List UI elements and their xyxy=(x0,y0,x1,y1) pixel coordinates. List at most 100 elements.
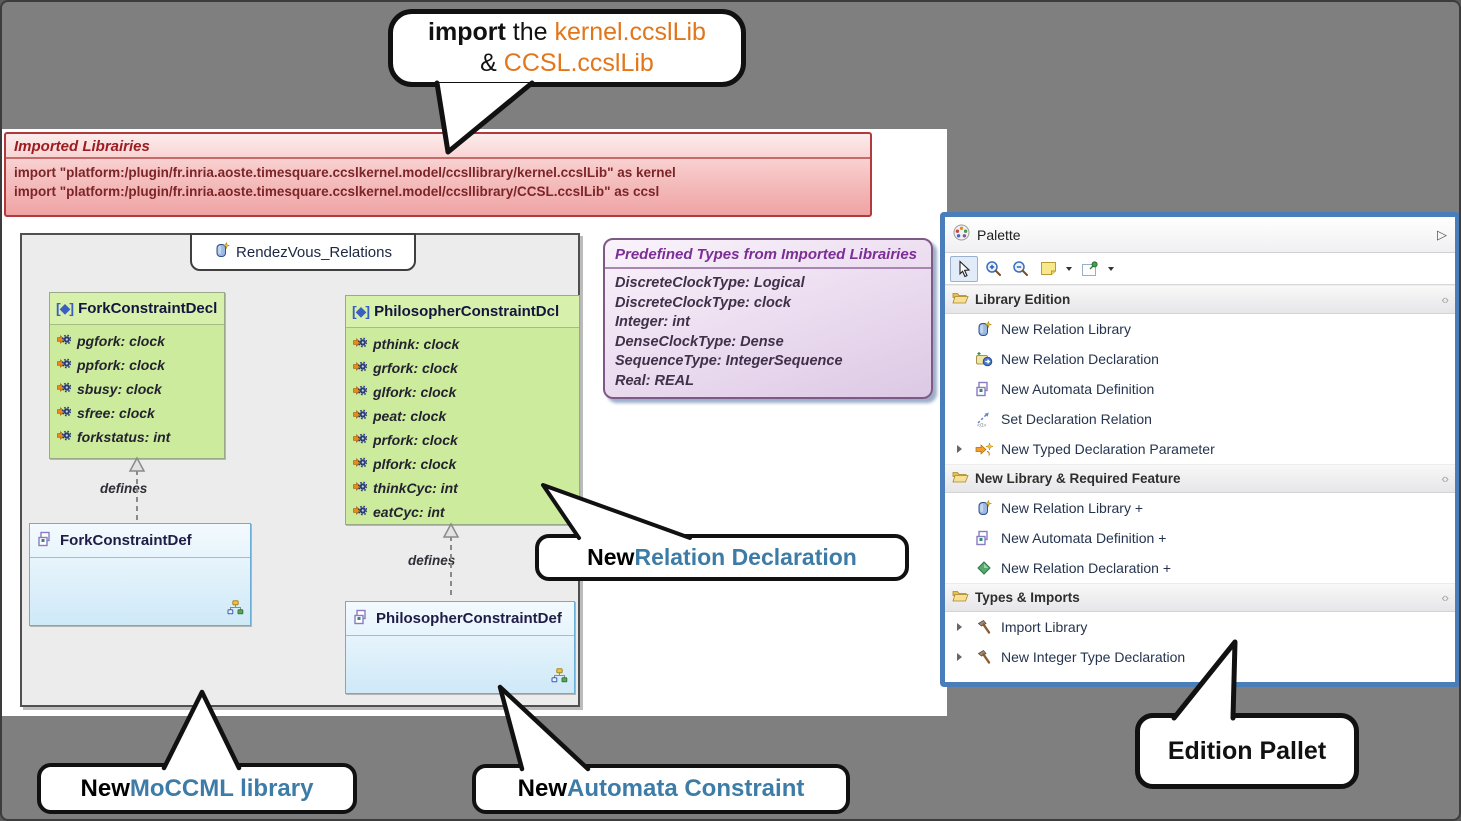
clock-attribute-icon xyxy=(57,333,72,349)
attribute-label: plfork: clock xyxy=(373,456,457,472)
palette-section-types-imports[interactable]: Types & Imports ‹› xyxy=(945,583,1455,612)
expand-arrow-icon[interactable] xyxy=(957,623,962,631)
package-tab[interactable]: RendezVous_Relations xyxy=(190,233,416,271)
palette-item-set-declaration-relation[interactable]: <0> Set Declaration Relation xyxy=(945,404,1455,434)
clock-attribute-icon xyxy=(353,384,368,400)
library-icon xyxy=(214,241,231,262)
palette-item-new-relation-library-plus[interactable]: New Relation Library + xyxy=(945,493,1455,523)
fork-constraint-def-box[interactable]: ForkConstraintDef xyxy=(29,523,251,626)
pinned-note-tool-icon[interactable] xyxy=(1079,257,1101,281)
note-tool-icon[interactable] xyxy=(1037,257,1059,281)
class-name: ForkConstraintDecl xyxy=(78,300,218,317)
new-typed-declaration-parameter-icon xyxy=(974,441,994,457)
clock-attribute-icon xyxy=(353,456,368,472)
zoom-out-icon[interactable] xyxy=(1010,257,1032,281)
import-callout: import the kernel.ccslLib & CCSL.ccslLib xyxy=(388,9,746,87)
predefined-types-title: Predefined Types from Imported Librairie… xyxy=(605,240,931,269)
philosopher-constraint-decl-box[interactable]: [◆] PhilosopherConstraintDcl pthink: clo… xyxy=(345,295,580,525)
palette-item-new-relation-library[interactable]: New Relation Library xyxy=(945,314,1455,344)
palette-header[interactable]: Palette ▷ xyxy=(945,217,1455,253)
attribute-label: glfork: clock xyxy=(373,384,457,400)
attribute-label: peat: clock xyxy=(373,408,447,424)
expand-arrow-icon[interactable] xyxy=(957,653,962,661)
palette-item-new-integer-type-declaration[interactable]: New Integer Type Declaration xyxy=(945,642,1455,672)
new-relation-library-icon xyxy=(974,321,994,337)
svg-text:<0>: <0> xyxy=(977,423,986,427)
palette-item-new-relation-declaration[interactable]: New Relation Declaration xyxy=(945,344,1455,374)
import-callout-line1: import the kernel.ccslLib xyxy=(428,18,706,46)
attribute-label: ppfork: clock xyxy=(77,357,165,373)
select-tool-icon[interactable] xyxy=(950,255,978,282)
pin-section-icon[interactable]: ‹› xyxy=(1441,292,1449,307)
class-marker-icon: [◆] xyxy=(56,300,74,316)
clock-attribute-icon xyxy=(353,504,368,520)
attribute-row[interactable]: ppfork: clock xyxy=(50,353,224,377)
attribute-row[interactable]: pthink: clock xyxy=(346,332,579,356)
palette-item-new-automata-definition[interactable]: New Automata Definition xyxy=(945,374,1455,404)
predefined-types-note[interactable]: Predefined Types from Imported Librairie… xyxy=(603,238,933,399)
hammer-icon xyxy=(974,619,994,635)
defines-edge-label: defines xyxy=(100,481,148,496)
dropdown-caret-icon[interactable] xyxy=(1066,266,1072,271)
attribute-label: prfork: clock xyxy=(373,432,458,448)
set-declaration-relation-icon: <0> xyxy=(974,411,994,427)
zoom-in-icon[interactable] xyxy=(983,257,1005,281)
attribute-row[interactable]: forkstatus: int xyxy=(50,425,224,449)
attribute-row[interactable]: prfork: clock xyxy=(346,428,579,452)
predefined-type-entry: Real: REAL xyxy=(615,372,694,389)
folder-open-icon xyxy=(952,470,969,488)
philosopher-constraint-def-box[interactable]: PhilosopherConstraintDef xyxy=(345,601,575,694)
dropdown-caret-icon[interactable] xyxy=(1108,266,1114,271)
palette-title: Palette xyxy=(977,226,1021,243)
attribute-row[interactable]: grfork: clock xyxy=(346,356,579,380)
org-chart-icon xyxy=(551,668,568,688)
folder-open-icon xyxy=(952,589,969,607)
imported-libraries-note[interactable]: Imported Librairies import "platform:/pl… xyxy=(4,132,872,217)
automata-definition-icon xyxy=(38,531,54,551)
attribute-row[interactable]: pgfork: clock xyxy=(50,329,224,353)
attribute-row[interactable]: glfork: clock xyxy=(346,380,579,404)
palette-section-new-library-required-feature[interactable]: New Library & Required Feature ‹› xyxy=(945,464,1455,493)
clock-attribute-icon xyxy=(353,480,368,496)
attribute-label: sbusy: clock xyxy=(77,381,162,397)
clock-attribute-icon xyxy=(57,429,72,445)
new-automata-definition-icon xyxy=(974,530,994,546)
attribute-row[interactable]: eatCyc: int xyxy=(346,500,579,524)
expand-arrow-icon[interactable] xyxy=(957,445,962,453)
attribute-row[interactable]: sfree: clock xyxy=(50,401,224,425)
imported-libraries-title: Imported Librairies xyxy=(6,134,870,159)
class-name: PhilosopherConstraintDcl xyxy=(374,303,560,320)
def-name: PhilosopherConstraintDef xyxy=(376,610,562,627)
attribute-label: sfree: clock xyxy=(77,405,155,421)
palette-section-library-edition[interactable]: Library Edition ‹› xyxy=(945,285,1455,314)
attribute-row[interactable]: plfork: clock xyxy=(346,452,579,476)
fork-constraint-decl-box[interactable]: [◆] ForkConstraintDecl pgfork: clock ppf… xyxy=(49,292,225,459)
clock-attribute-icon xyxy=(57,381,72,397)
attribute-label: thinkCyc: int xyxy=(373,480,458,496)
attribute-label: pgfork: clock xyxy=(77,333,165,349)
palette-panel: Palette ▷ xyxy=(940,212,1459,687)
palette-item-new-relation-declaration-plus[interactable]: New Relation Declaration + xyxy=(945,553,1455,583)
new-relation-declaration-callout: New Relation Declaration xyxy=(535,534,909,581)
pin-section-icon[interactable]: ‹› xyxy=(1441,471,1449,486)
collapse-arrow-icon[interactable]: ▷ xyxy=(1437,226,1447,242)
palette-item-new-typed-declaration-parameter[interactable]: New Typed Declaration Parameter xyxy=(945,434,1455,464)
folder-open-icon xyxy=(952,291,969,309)
attribute-label: pthink: clock xyxy=(373,336,460,352)
predefined-type-entry: DiscreteClockType: Logical xyxy=(615,275,805,291)
package-name: RendezVous_Relations xyxy=(236,243,392,261)
hammer-icon xyxy=(974,649,994,665)
clock-attribute-icon xyxy=(353,432,368,448)
palette-item-import-library[interactable]: Import Library xyxy=(945,612,1455,642)
attribute-row[interactable]: sbusy: clock xyxy=(50,377,224,401)
diagram-canvas[interactable]: RendezVous_Relations [◆] ForkConstraintD… xyxy=(20,233,580,707)
palette-item-new-automata-definition-plus[interactable]: New Automata Definition + xyxy=(945,523,1455,553)
palette-toolbar xyxy=(945,253,1455,285)
attribute-row[interactable]: peat: clock xyxy=(346,404,579,428)
clock-attribute-icon xyxy=(353,408,368,424)
org-chart-icon xyxy=(227,600,244,620)
pin-section-icon[interactable]: ‹› xyxy=(1441,590,1449,605)
attribute-row[interactable]: thinkCyc: int xyxy=(346,476,579,500)
import-callout-line2: & CCSL.ccslLib xyxy=(480,49,654,77)
